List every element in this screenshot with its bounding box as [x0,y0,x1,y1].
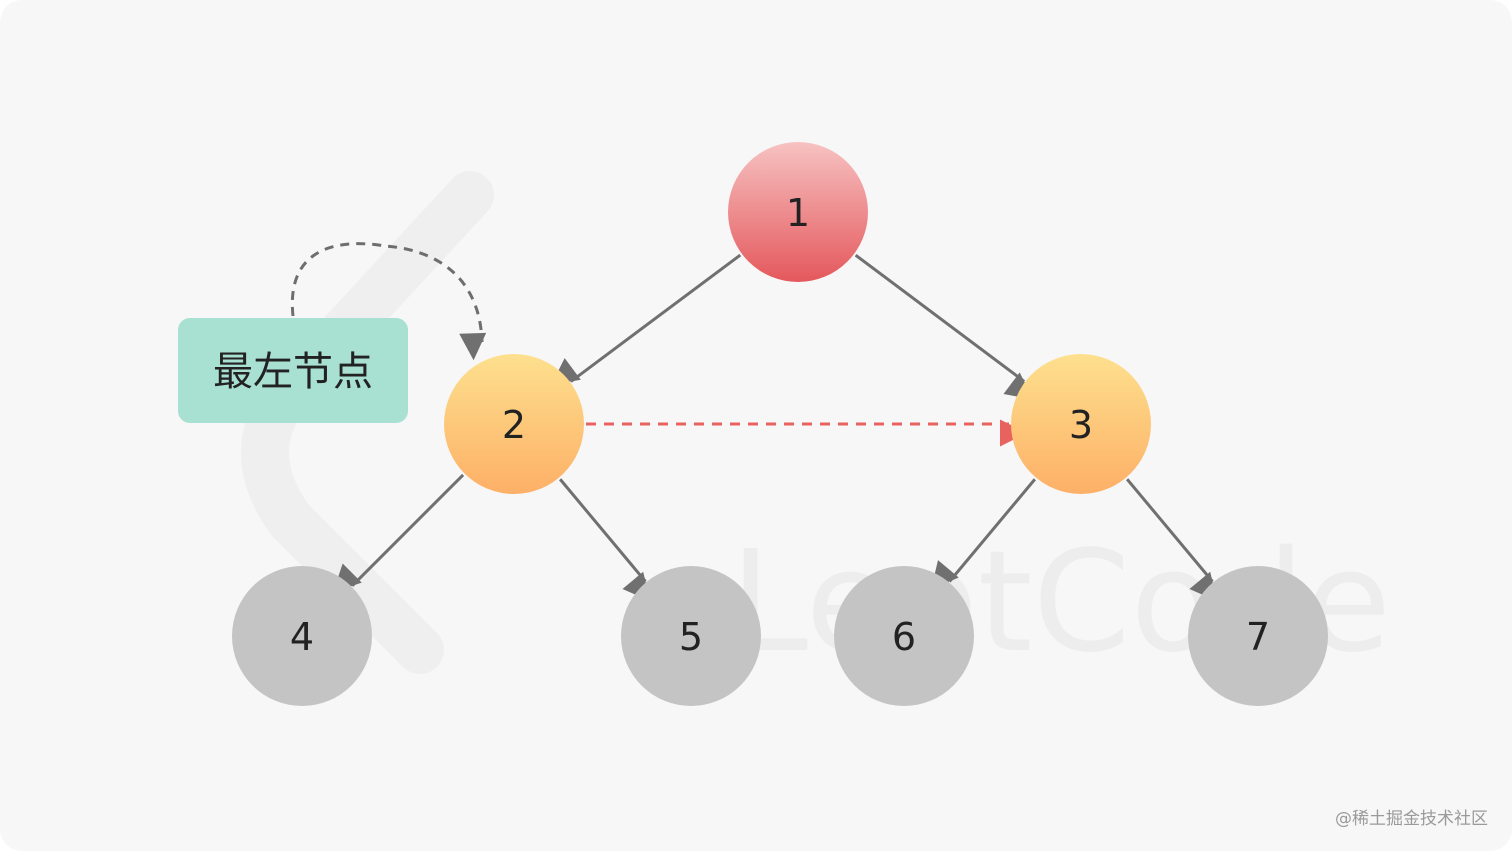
node-label: 3 [1069,403,1093,447]
edge-n2-n5 [558,478,651,602]
leftmost-node-callout: 最左节点 [178,242,487,423]
tree-node-5: 5 [621,566,761,706]
callout-box [178,318,408,423]
footer-credit: @稀土掘金技术社区 [1335,809,1488,829]
edge-n2-n4 [333,473,465,593]
node-label: 7 [1246,615,1270,659]
node-label: 4 [290,615,314,659]
tree-node-1: 1 [728,142,868,282]
tree-node-2: 2 [444,354,584,494]
tree-node-3: 3 [1011,354,1151,494]
node-circle [1188,566,1328,706]
edge-n3-n7 [1125,478,1218,602]
node-circle [232,566,372,706]
edge-n1-n2 [551,253,742,386]
node-circle [444,354,584,494]
callout-label: 最左节点 [213,349,373,395]
tree-edges [333,253,1218,602]
tree-nodes: 1 2 3 4 5 6 7 [232,142,1328,706]
node-label: 2 [502,403,526,447]
node-circle [1011,354,1151,494]
node-label: 6 [892,615,916,659]
tree-node-6: 6 [834,566,974,706]
edge-n3-n6 [931,478,1037,590]
tree-node-4: 4 [232,566,372,706]
node-circle [728,142,868,282]
node-label: 5 [679,615,703,659]
callout-dashed-arrow [290,242,487,361]
node-circle [834,566,974,706]
tree-node-7: 7 [1188,566,1328,706]
edge-n1-n3 [854,253,1034,400]
node-circle [621,566,761,706]
node-label: 1 [786,191,810,235]
